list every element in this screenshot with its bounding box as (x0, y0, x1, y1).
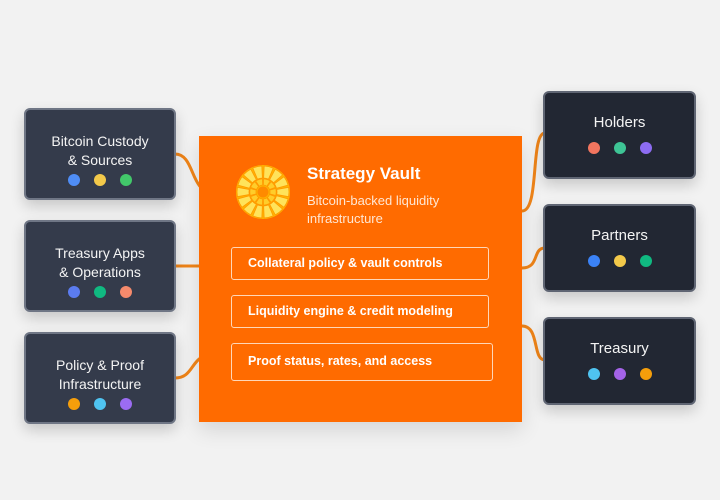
card-bitcoin-custody[interactable]: Bitcoin Custody & Sources (24, 108, 176, 200)
dot (94, 174, 106, 186)
vault-subtitle: Bitcoin-backed liquidity infrastructure (307, 193, 440, 226)
card-treasury[interactable]: Treasury (543, 317, 696, 405)
status-dots (26, 398, 174, 410)
card-title: Bitcoin Custody & Sources (51, 133, 149, 168)
connector-holders (520, 131, 547, 213)
dot (587, 255, 600, 267)
card-title: Holders (593, 114, 646, 131)
dot (120, 286, 132, 298)
card-treasury-apps[interactable]: Treasury Apps & Operations (24, 220, 176, 312)
feature-collateral-policy[interactable]: Collateral policy & vault controls (231, 247, 489, 280)
status-dots (26, 286, 174, 298)
dot (68, 174, 80, 186)
sunburst-logo-icon (236, 165, 290, 219)
status-dots (26, 174, 174, 186)
connector-partners (520, 246, 547, 270)
card-title: Partners (591, 227, 648, 244)
dot (639, 368, 652, 380)
status-dots (545, 255, 694, 267)
dot (639, 142, 652, 154)
vault-title: Strategy Vault (307, 164, 421, 183)
dot (120, 398, 132, 410)
status-dots (545, 368, 694, 380)
connector-treasury (520, 324, 547, 362)
strategy-vault-panel: Strategy Vault Bitcoin-backed liquidity … (199, 136, 522, 422)
dot (613, 255, 626, 267)
dot (94, 398, 106, 410)
dot (587, 142, 600, 154)
dot (68, 286, 80, 298)
dot (587, 368, 600, 380)
card-holders[interactable]: Holders (543, 91, 696, 179)
dot (120, 174, 132, 186)
feature-liquidity-engine[interactable]: Liquidity engine & credit modeling (231, 295, 489, 328)
dot (68, 398, 80, 410)
card-partners[interactable]: Partners (543, 204, 696, 292)
dot (613, 368, 626, 380)
dot (639, 255, 652, 267)
card-title: Treasury Apps & Operations (55, 245, 145, 280)
card-title: Treasury (590, 340, 649, 357)
card-policy-proof[interactable]: Policy & Proof Infrastructure (24, 332, 176, 424)
status-dots (545, 142, 694, 154)
card-title: Policy & Proof Infrastructure (56, 357, 144, 392)
dot (613, 142, 626, 154)
dot (94, 286, 106, 298)
feature-proof-status[interactable]: Proof status, rates, and access (231, 343, 493, 381)
